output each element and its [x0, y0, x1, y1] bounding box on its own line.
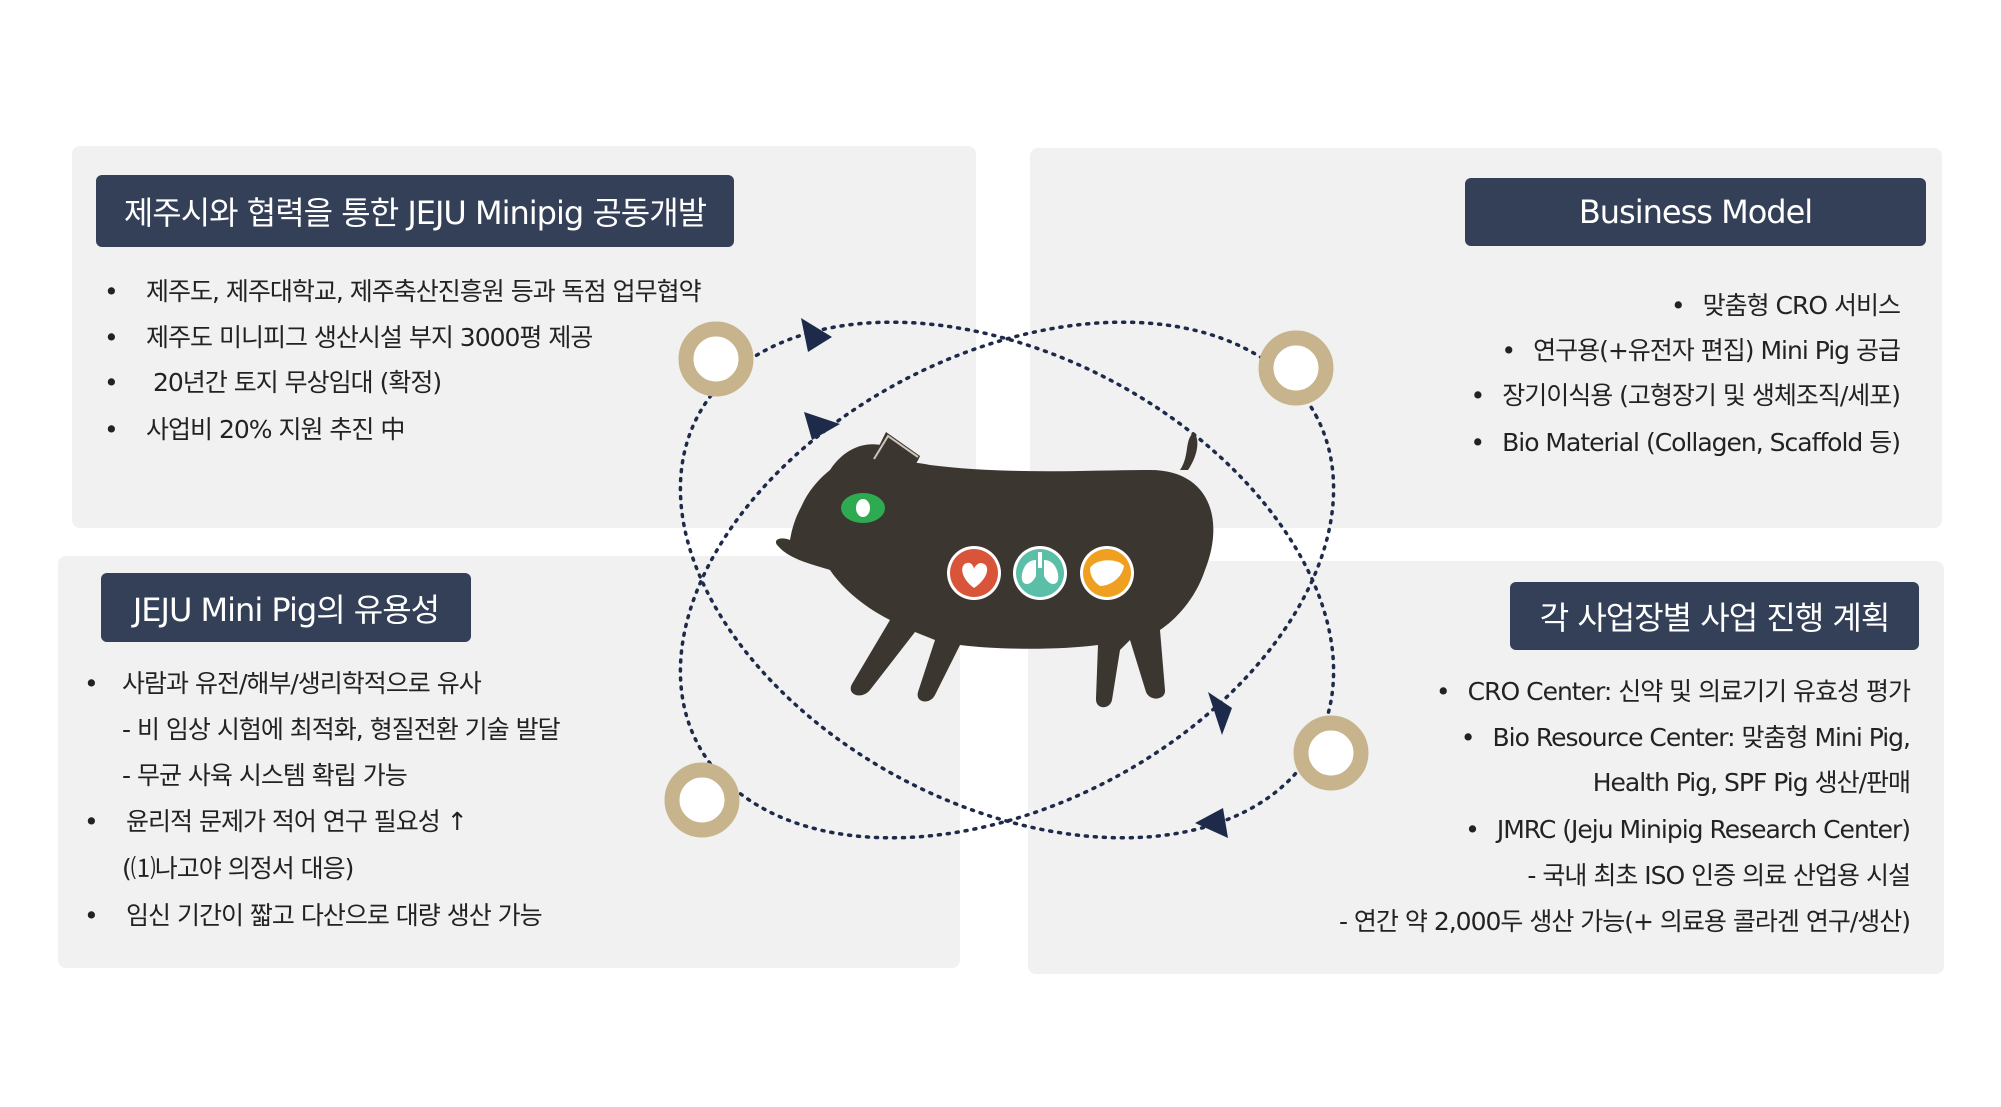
list-item: • 사람과 유전/해부/생리학적으로 유사	[84, 668, 482, 700]
bullet: •	[104, 277, 119, 306]
bullet: •	[1435, 677, 1451, 706]
bullet: •	[104, 323, 119, 352]
list-item: • 20년간 토지 무상임대 (확정)	[104, 367, 442, 399]
list-item-text: - 국내 최초 ISO 인증 의료 산업용 시설	[1527, 861, 1911, 890]
list-item: • Bio Material (Collagen, Scaffold 등)	[1460, 427, 1901, 459]
header-minipig-usefulness: JEJU Mini Pig의 유용성	[101, 573, 471, 642]
list-item: • 제주도, 제주대학교, 제주축산진흥원 등과 독점 업무협약	[104, 276, 702, 308]
list-item: • 윤리적 문제가 적어 연구 필요성 ↑	[84, 806, 468, 838]
list-item-text: 장기이식용 (고형장기 및 생체조직/세포)	[1502, 381, 1901, 410]
list-item-sub: - 국내 최초 ISO 인증 의료 산업용 시설	[1527, 860, 1911, 892]
list-item-text: 제주도, 제주대학교, 제주축산진흥원 등과 독점 업무협약	[146, 277, 702, 306]
header-business-plan: 각 사업장별 사업 진행 계획	[1510, 582, 1919, 650]
list-item-sub: (⑴나고야 의정서 대응)	[122, 853, 354, 885]
list-item: • 연구용(+유전자 편집) Mini Pig 공급	[1491, 335, 1901, 367]
list-item-cont: Health Pig, SPF Pig 생산/판매	[1592, 767, 1911, 799]
list-item-sub: - 비 임상 시험에 최적화, 형질전환 기술 발달	[122, 714, 561, 746]
list-item: • 장기이식용 (고형장기 및 생체조직/세포)	[1460, 380, 1901, 412]
list-item-text: - 무균 사육 시스템 확립 가능	[122, 761, 408, 790]
bullet: •	[1470, 428, 1485, 457]
list-item-text: Bio Material (Collagen, Scaffold 등)	[1502, 428, 1901, 457]
list-item-text: 연구용(+유전자 편집) Mini Pig 공급	[1533, 336, 1901, 365]
list-item-text: CRO Center: 신약 및 의료기기 유효성 평가	[1467, 677, 1911, 706]
bullet: •	[84, 669, 99, 698]
list-item: • JMRC (Jeju Minipig Research Center)	[1455, 814, 1911, 846]
list-item-text: 맞춤형 CRO 서비스	[1702, 291, 1901, 320]
bullet: •	[1470, 381, 1485, 410]
bullet: •	[104, 368, 119, 397]
bullet: •	[1670, 291, 1686, 320]
list-item-text: - 연간 약 2,000두 생산 가능(+ 의료용 콜라겐 연구/생산)	[1338, 907, 1911, 936]
list-item: • 맞춤형 CRO 서비스	[1661, 290, 1901, 322]
header-jeju-cooperation: 제주시와 협력을 통한 JEJU Minipig 공동개발	[96, 175, 734, 247]
list-item-text: 윤리적 문제가 적어 연구 필요성 ↑	[126, 807, 468, 836]
bullet: •	[104, 415, 119, 444]
list-item-text: 사업비 20% 지원 추진 中	[146, 415, 405, 444]
list-item-sub: - 연간 약 2,000두 생산 가능(+ 의료용 콜라겐 연구/생산)	[1338, 906, 1911, 938]
list-item-text: 20년간 토지 무상임대 (확정)	[146, 368, 442, 397]
bullet: •	[1460, 723, 1476, 752]
list-item-sub: - 무균 사육 시스템 확립 가능	[122, 760, 408, 792]
list-item-text: 사람과 유전/해부/생리학적으로 유사	[122, 669, 482, 698]
header-business-model: Business Model	[1465, 178, 1926, 246]
list-item: • Bio Resource Center: 맞춤형 Mini Pig,	[1451, 722, 1911, 754]
bullet: •	[84, 901, 99, 930]
bullet: •	[1465, 815, 1480, 844]
list-item: • 임신 기간이 짧고 다산으로 대량 생산 가능	[84, 900, 543, 932]
bullet: •	[1501, 336, 1516, 365]
list-item: • 제주도 미니피그 생산시설 부지 3000평 제공	[104, 322, 593, 354]
list-item-text: 임신 기간이 짧고 다산으로 대량 생산 가능	[126, 901, 543, 930]
list-item-text: Bio Resource Center: 맞춤형 Mini Pig,	[1492, 723, 1911, 752]
list-item-text: - 비 임상 시험에 최적화, 형질전환 기술 발달	[122, 715, 561, 744]
bullet: •	[84, 807, 99, 836]
list-item: • 사업비 20% 지원 추진 中	[104, 414, 405, 446]
list-item-text: (⑴나고야 의정서 대응)	[122, 854, 354, 883]
list-item: • CRO Center: 신약 및 의료기기 유효성 평가	[1426, 676, 1911, 708]
list-item-text: 제주도 미니피그 생산시설 부지 3000평 제공	[146, 323, 593, 352]
list-item-text: Health Pig, SPF Pig 생산/판매	[1592, 768, 1911, 797]
list-item-text: JMRC (Jeju Minipig Research Center)	[1496, 815, 1911, 844]
